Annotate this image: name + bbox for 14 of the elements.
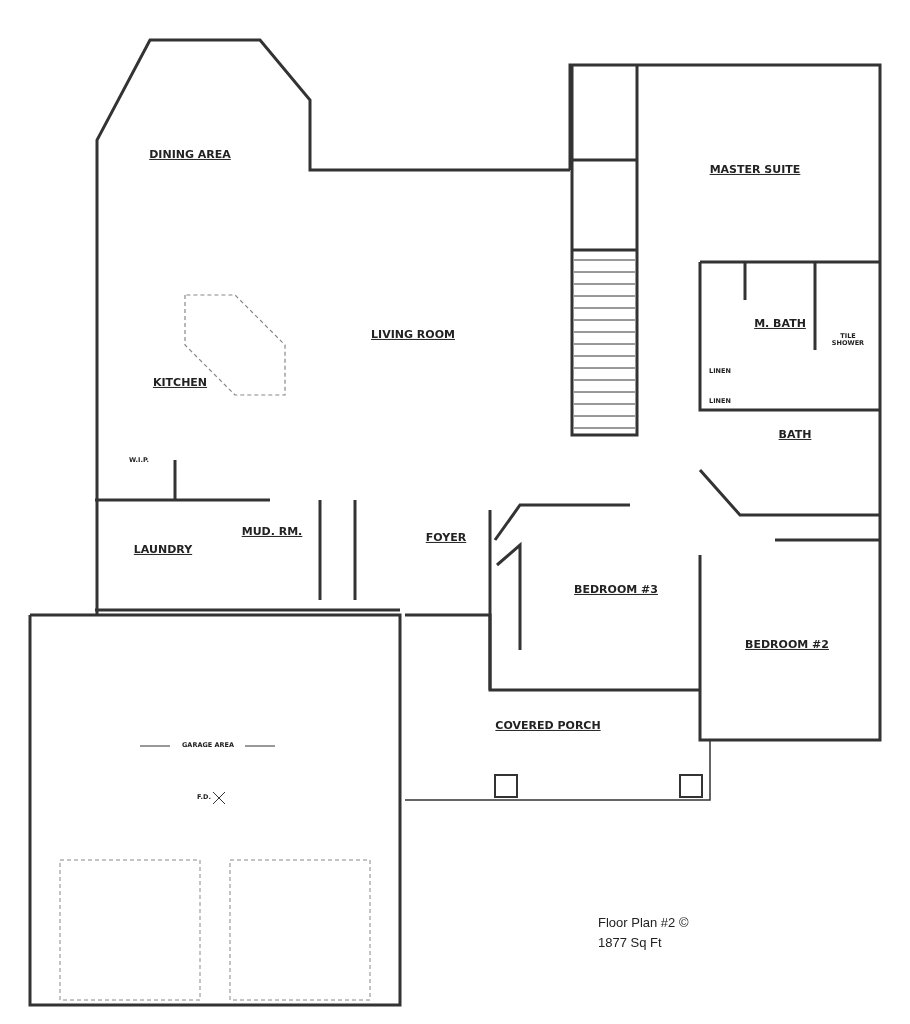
plan-title: Floor Plan #2 © <box>598 916 689 931</box>
room-label: MUD. RM. <box>241 525 303 539</box>
room-label: MASTER SUITE <box>709 163 801 177</box>
room-label: M. BATH <box>754 317 806 331</box>
room-label: FOYER <box>425 531 467 545</box>
room-label: BEDROOM #2 <box>745 638 829 652</box>
room-label: DINING AREA <box>149 148 231 162</box>
room-label: LAUNDRY <box>133 543 193 557</box>
room-label: LIVING ROOM <box>371 328 455 342</box>
area-note: 1877 Sq Ft <box>598 936 662 951</box>
room-label: BATH <box>778 428 812 442</box>
room-label: KITCHEN <box>152 376 208 390</box>
room-label: BEDROOM #3 <box>574 583 658 597</box>
room-label: COVERED PORCH <box>495 719 601 733</box>
